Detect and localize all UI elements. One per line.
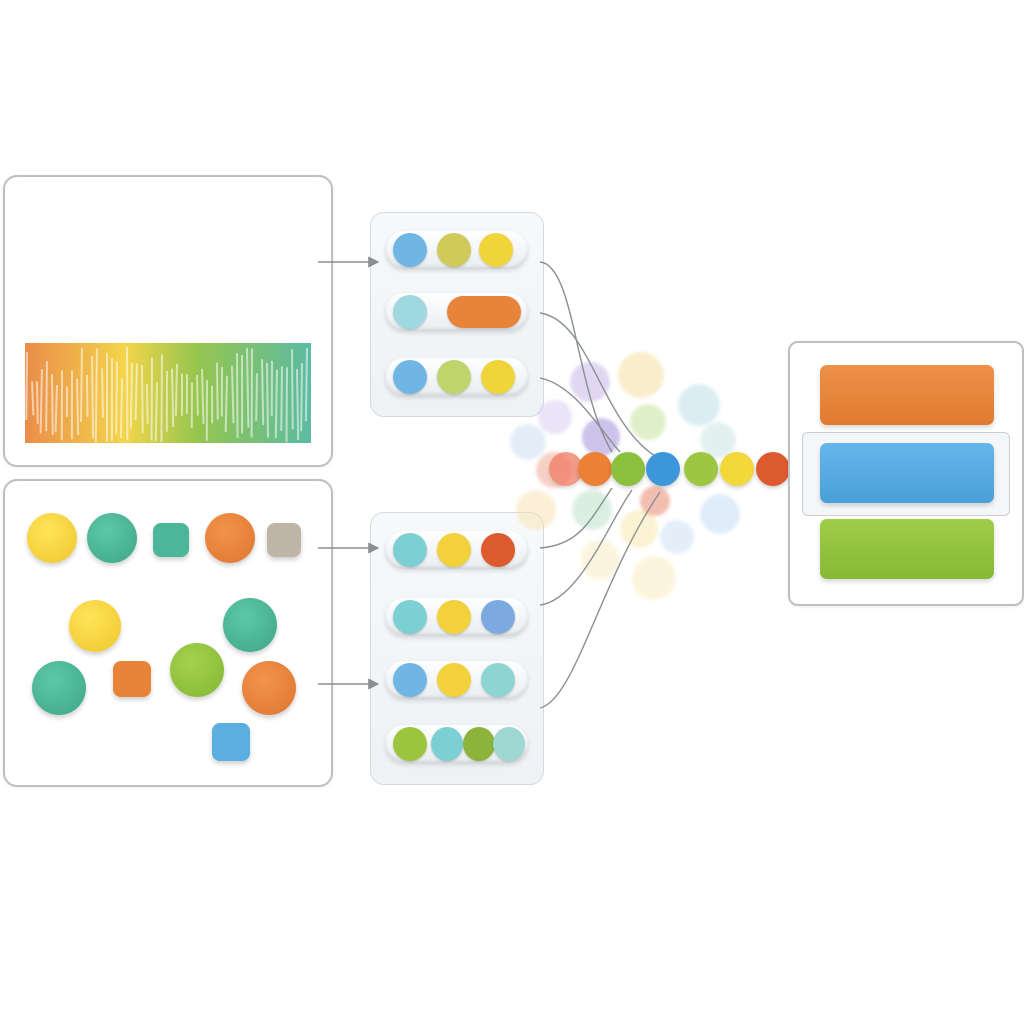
blue-output-bar xyxy=(820,443,994,503)
token-row-3 xyxy=(385,358,528,396)
spectrogram-stroke xyxy=(296,369,300,440)
spectrogram-stroke xyxy=(291,349,294,430)
spectrogram-stroke xyxy=(160,354,163,443)
cyan-token-5 xyxy=(431,727,463,761)
output-panel xyxy=(788,341,1024,606)
spectrogram-stroke xyxy=(285,367,288,443)
spectrogram-stroke xyxy=(274,369,278,439)
spectrogram-stroke xyxy=(54,385,58,433)
spectrogram-stroke xyxy=(45,361,48,432)
chain-blue-token xyxy=(646,452,680,486)
green-token xyxy=(393,727,427,761)
spectrogram-stroke xyxy=(236,353,239,438)
chain-yellow-token xyxy=(720,452,754,486)
lime-token xyxy=(437,360,471,394)
gray-square xyxy=(267,523,301,557)
spectrogram-stroke xyxy=(196,375,199,416)
token-row-5 xyxy=(385,598,528,636)
blue-token-3 xyxy=(481,600,515,634)
yellow-token-5 xyxy=(437,663,471,697)
spectrogram-stroke xyxy=(51,374,54,436)
token-row-2 xyxy=(385,293,528,331)
chain-lime-token xyxy=(684,452,718,486)
green-token-2 xyxy=(463,727,495,761)
olive-token xyxy=(437,233,471,267)
spectrogram-stroke xyxy=(216,362,219,420)
spectrogram-stroke xyxy=(255,373,258,421)
orange-output-bar xyxy=(820,365,994,425)
token-stack-bottom xyxy=(370,512,544,785)
audio-input-panel xyxy=(3,175,333,467)
spectrogram-stroke xyxy=(171,368,175,428)
spectrogram-stroke xyxy=(94,348,98,443)
token-stack-top xyxy=(370,212,544,417)
spectrogram-stroke xyxy=(201,368,205,424)
orange-token-bar xyxy=(447,296,521,328)
spectrogram-stroke xyxy=(266,362,269,438)
spectrogram-stroke xyxy=(154,382,158,441)
spectrogram-stroke xyxy=(31,381,35,416)
blue-token-2 xyxy=(393,360,427,394)
spectrogram-stroke xyxy=(76,378,80,436)
spectrogram xyxy=(25,343,311,443)
spectrogram-stroke xyxy=(141,365,144,433)
teal-square xyxy=(153,523,189,557)
spectrogram-stroke xyxy=(129,363,133,429)
chain-green-token xyxy=(611,452,645,486)
token-row-4 xyxy=(385,531,528,569)
spectrogram-stroke xyxy=(101,368,104,418)
yellow-token-4 xyxy=(437,600,471,634)
chain-red-token-2 xyxy=(756,452,790,486)
spectrogram-stroke xyxy=(115,361,118,435)
spectrogram-stroke xyxy=(146,384,149,424)
spectrogram-stroke xyxy=(36,381,39,424)
spectrogram-stroke xyxy=(134,363,138,421)
blue-token-4 xyxy=(393,663,427,697)
spectrogram-stroke xyxy=(174,363,178,417)
spectrogram-stroke xyxy=(79,347,83,422)
teal-circle-3 xyxy=(32,661,86,715)
yellow-circle xyxy=(27,513,77,563)
blue-square xyxy=(212,723,250,761)
spectrogram-stroke xyxy=(25,352,28,421)
spectrogram-stroke xyxy=(246,347,250,428)
cyan-token-2 xyxy=(393,533,427,567)
spectrogram-stroke xyxy=(261,359,265,426)
yellow-token-3 xyxy=(437,533,471,567)
spectrogram-stroke xyxy=(280,366,283,431)
yellow-token xyxy=(479,233,513,267)
teal-circle-2 xyxy=(223,598,277,652)
yellow-token-2 xyxy=(481,360,515,394)
cyan-token-6 xyxy=(493,727,525,761)
spectrogram-stroke xyxy=(39,369,43,434)
spectrogram-stroke xyxy=(231,365,235,424)
blue-token xyxy=(393,233,427,267)
green-circle xyxy=(170,643,224,697)
cyan-token-3 xyxy=(393,600,427,634)
red-token xyxy=(481,533,515,567)
cyan-token xyxy=(393,295,427,329)
orange-circle-2 xyxy=(242,661,296,715)
token-row-1 xyxy=(385,231,528,269)
orange-square xyxy=(113,661,151,697)
green-output-bar xyxy=(820,519,994,579)
audio-waveform xyxy=(25,201,311,443)
teal-circle xyxy=(87,513,137,563)
spectrogram-stroke xyxy=(300,363,303,432)
chain-orange-token xyxy=(578,452,612,486)
spectrogram-stroke xyxy=(304,348,308,422)
spectrogram-stroke xyxy=(224,375,228,432)
token-row-7 xyxy=(385,725,528,763)
cyan-token-4 xyxy=(481,663,515,697)
token-row-6 xyxy=(385,661,528,699)
orange-circle xyxy=(205,513,255,563)
object-shapes-panel xyxy=(3,479,333,787)
chain-red-token xyxy=(549,452,583,486)
yellow-circle-2 xyxy=(69,600,121,652)
spectrogram-stroke xyxy=(91,356,94,438)
spectrogram-stroke xyxy=(119,378,123,439)
